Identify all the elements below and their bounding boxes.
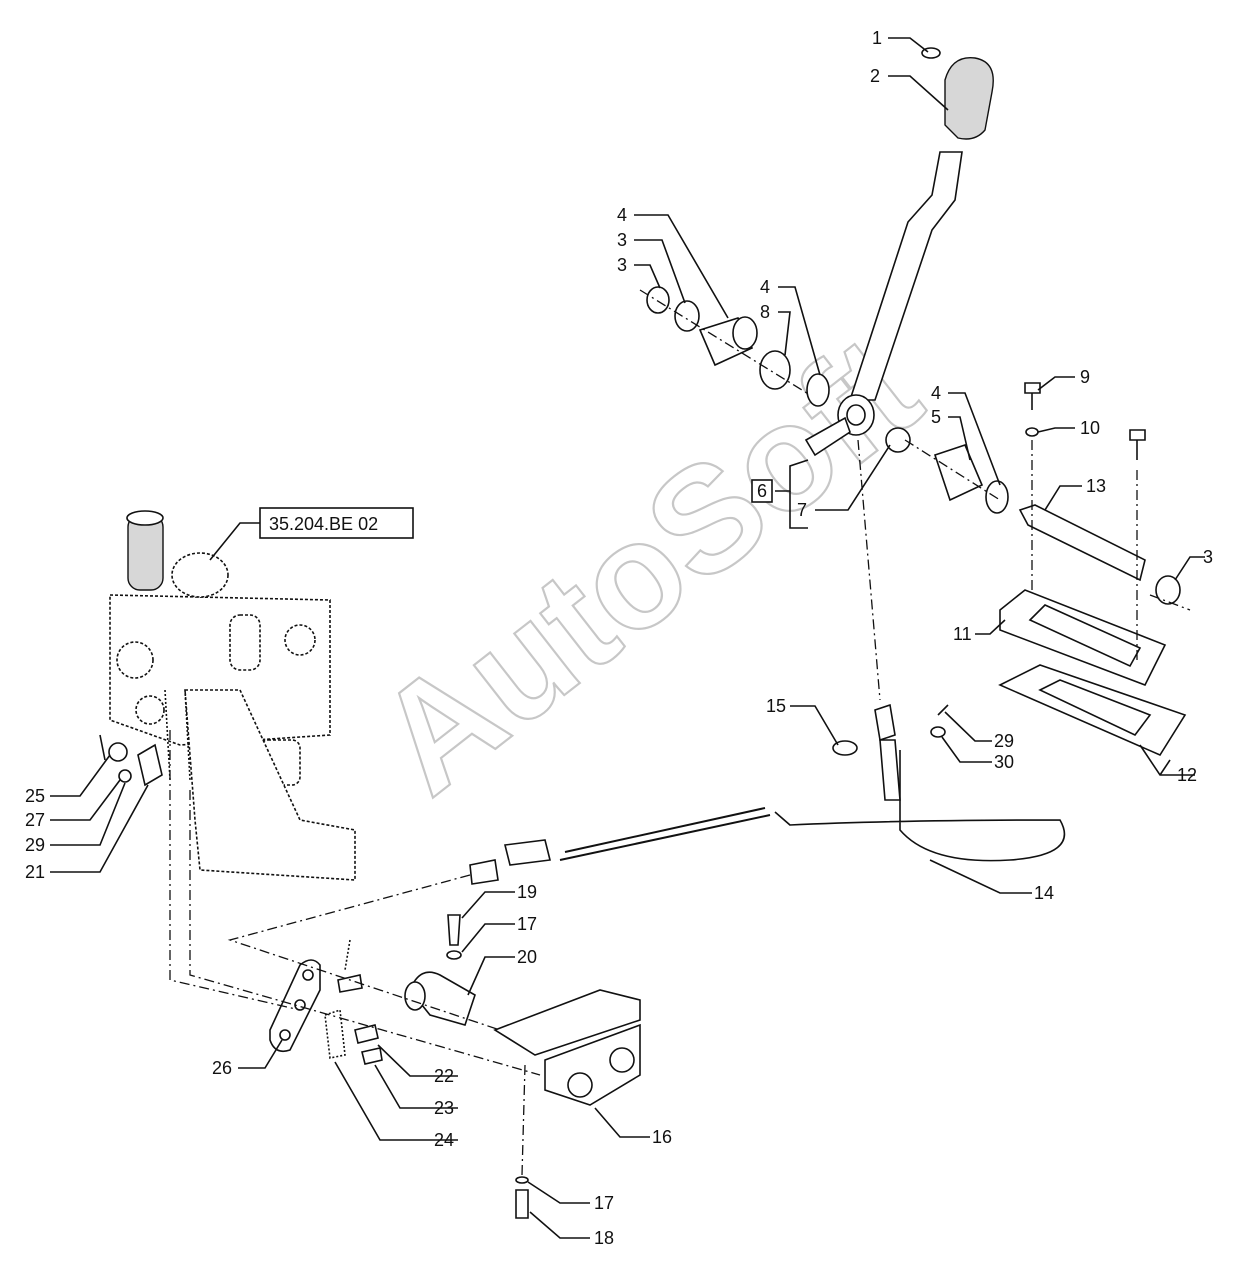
callout-label[interactable]: 16 bbox=[652, 1127, 672, 1147]
reference-box-label: 35.204.BE 02 bbox=[269, 514, 378, 534]
callout-label[interactable]: 19 bbox=[517, 882, 537, 902]
callout-box bbox=[751, 479, 773, 503]
callout-label[interactable]: 10 bbox=[1080, 418, 1100, 438]
callout-label[interactable]: 30 bbox=[994, 752, 1014, 772]
hydraulic-valve-block bbox=[109, 510, 356, 881]
callout-label[interactable]: 5 bbox=[931, 407, 941, 427]
callout-label[interactable]: 26 bbox=[212, 1058, 232, 1078]
callout-label[interactable]: 1 bbox=[872, 28, 882, 48]
callout-label[interactable]: 9 bbox=[1080, 367, 1090, 387]
callout-label[interactable]: 2 bbox=[870, 66, 880, 86]
callout-label[interactable]: 3 bbox=[1203, 547, 1213, 567]
callout-label[interactable]: 6 bbox=[757, 481, 767, 501]
lower-linkage bbox=[99, 730, 641, 1219]
callout-label[interactable]: 25 bbox=[25, 786, 45, 806]
callout-label[interactable]: 7 bbox=[797, 500, 807, 520]
callout-label[interactable]: 20 bbox=[517, 947, 537, 967]
callout-label[interactable]: 14 bbox=[1034, 883, 1054, 903]
callout-label[interactable]: 13 bbox=[1086, 476, 1106, 496]
callout-label[interactable]: 4 bbox=[931, 383, 941, 403]
callout-label[interactable]: 27 bbox=[25, 810, 45, 830]
callout-leaders bbox=[50, 37, 1205, 1239]
callout-label[interactable]: 23 bbox=[434, 1098, 454, 1118]
callout-label[interactable]: 29 bbox=[994, 731, 1014, 751]
control-cable bbox=[469, 703, 1066, 885]
callout-label[interactable]: 11 bbox=[953, 624, 972, 644]
callout-label[interactable]: 8 bbox=[760, 302, 770, 322]
callout-label[interactable]: 29 bbox=[25, 835, 45, 855]
callout-label[interactable]: 22 bbox=[434, 1066, 454, 1086]
callout-label[interactable]: 17 bbox=[594, 1193, 614, 1213]
callout-label[interactable]: 4 bbox=[760, 277, 770, 297]
callout-label[interactable]: 24 bbox=[434, 1130, 454, 1150]
callout-label[interactable]: 17 bbox=[517, 914, 537, 934]
callout-label[interactable]: 12 bbox=[1177, 765, 1197, 785]
callout-label[interactable]: 3 bbox=[617, 255, 627, 275]
callout-label[interactable]: 3 bbox=[617, 230, 627, 250]
callout-label[interactable]: 15 bbox=[766, 696, 786, 716]
callout-label[interactable]: 4 bbox=[617, 205, 627, 225]
callout-label[interactable]: 21 bbox=[25, 862, 45, 882]
callout-labels: 1 2 4 3 5 3 4 8 9 10 4 5 13 6 7 3 11 15 … bbox=[25, 28, 1213, 1248]
callout-label[interactable]: 18 bbox=[594, 1228, 614, 1248]
